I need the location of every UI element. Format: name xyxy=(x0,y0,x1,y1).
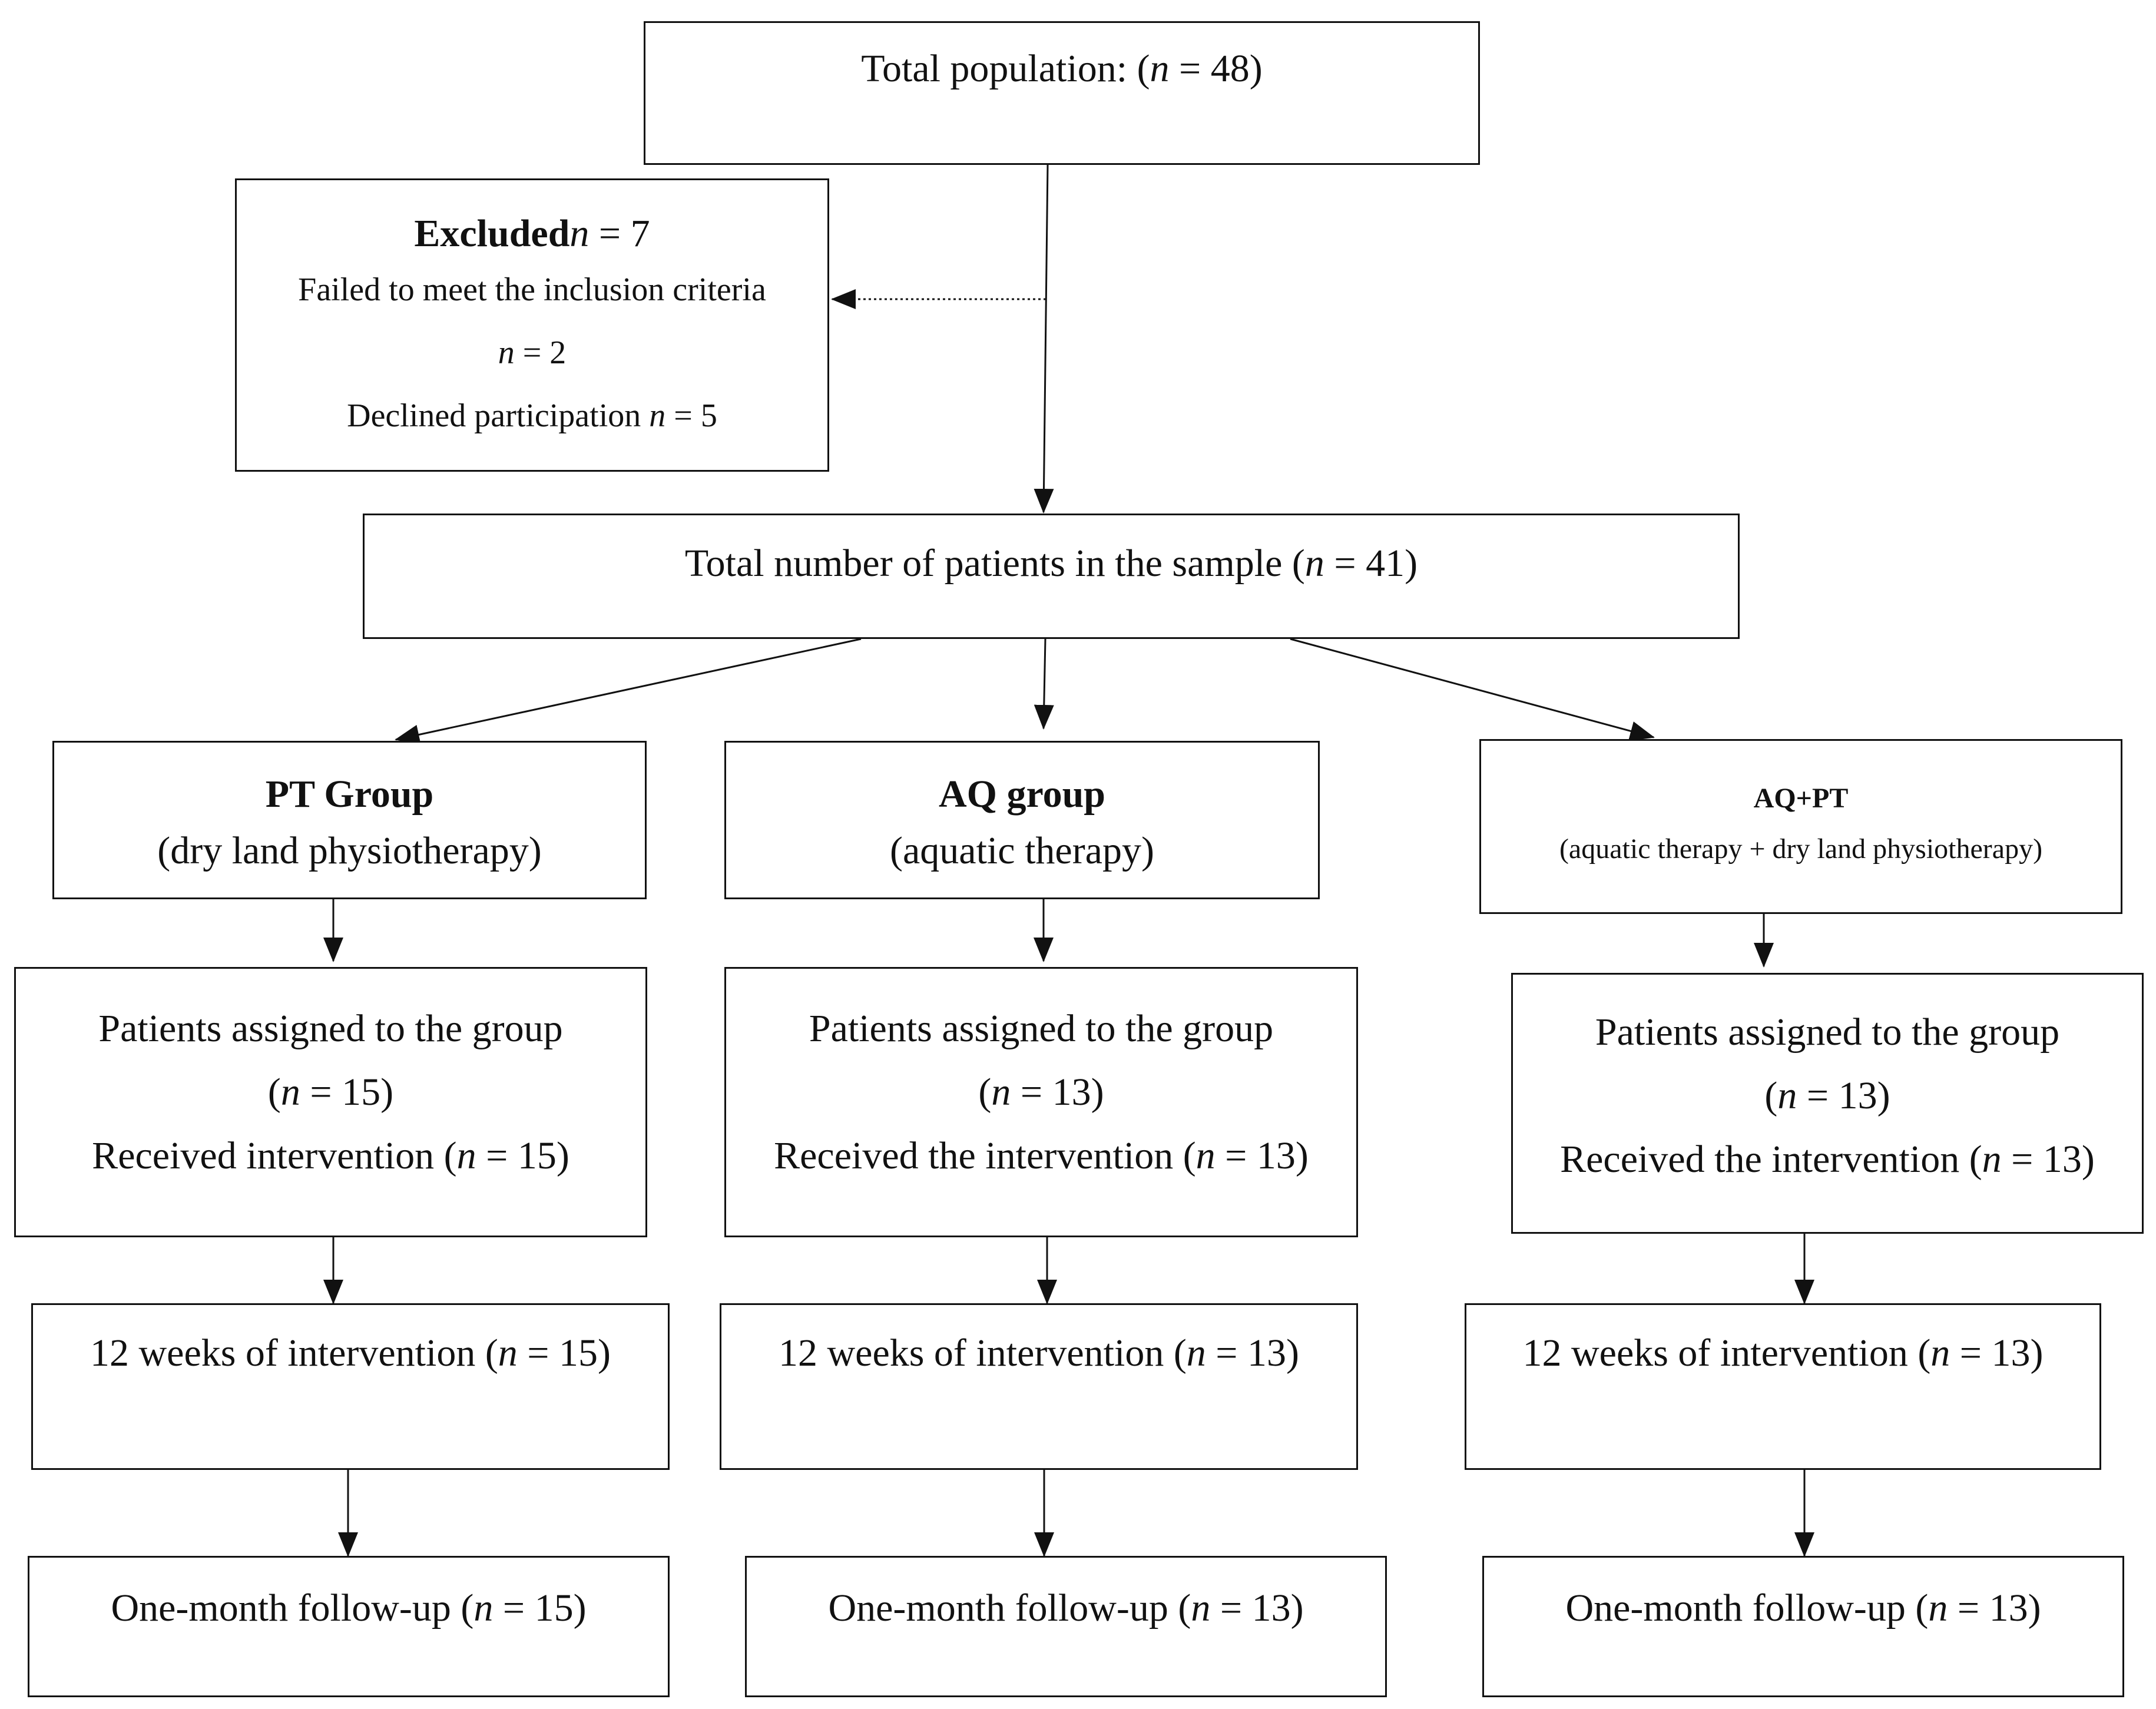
aqpt-received-text: Received the intervention (n = 13) xyxy=(1560,1138,2095,1181)
aqpt-assigned-text: Patients assigned to the group xyxy=(1595,1011,2060,1054)
aqpt-group-title: AQ+PT xyxy=(1753,783,1849,814)
arrow-sample-to-pt xyxy=(395,638,862,745)
aqpt-followup-box: One-month follow-up (n = 13) xyxy=(1482,1556,2124,1697)
aq-assigned-count: (n = 13) xyxy=(978,1071,1104,1114)
arrow-sample-to-aqpt xyxy=(1290,638,1655,741)
aq-group-box: AQ group (aquatic therapy) xyxy=(724,741,1320,899)
pt-assigned-count: (n = 15) xyxy=(267,1071,394,1114)
aq-followup-text: One-month follow-up (n = 13) xyxy=(828,1587,1304,1629)
pt-assigned-text: Patients assigned to the group xyxy=(98,1007,563,1050)
aq-weeks-box: 12 weeks of intervention (n = 13) xyxy=(720,1303,1358,1470)
pt-followup-text: One-month follow-up (n = 15) xyxy=(111,1587,587,1629)
aq-group-title: AQ group xyxy=(938,773,1105,816)
aq-assigned-text: Patients assigned to the group xyxy=(809,1007,1274,1050)
arrow-sample-to-aq xyxy=(1034,638,1054,730)
aq-followup-box: One-month follow-up (n = 13) xyxy=(745,1556,1387,1697)
excluded-reason-inclusion: Failed to meet the inclusion criteria xyxy=(298,271,766,308)
excluded-title: Excludedn = 7 xyxy=(414,212,650,255)
pt-weeks-box: 12 weeks of intervention (n = 15) xyxy=(31,1303,670,1470)
sample-box: Total number of patients in the sample (… xyxy=(363,514,1740,639)
aq-received-text: Received the intervention (n = 13) xyxy=(774,1134,1309,1177)
aqpt-weeks-text: 12 weeks of intervention (n = 13) xyxy=(1522,1332,2044,1375)
pt-group-title: PT Group xyxy=(265,773,434,816)
total-population-box: Total population: (n = 48) xyxy=(644,21,1480,165)
total-population-text: Total population: (n = 48) xyxy=(861,47,1263,90)
pt-group-box: PT Group (dry land physiotherapy) xyxy=(52,741,647,899)
aq-assigned-box: Patients assigned to the group (n = 13) … xyxy=(724,967,1358,1237)
aqpt-followup-text: One-month follow-up (n = 13) xyxy=(1565,1587,2041,1629)
pt-group-subtitle: (dry land physiotherapy) xyxy=(157,829,542,872)
pt-weeks-text: 12 weeks of intervention (n = 15) xyxy=(90,1332,611,1375)
aqpt-group-subtitle: (aquatic therapy + dry land physiotherap… xyxy=(1559,833,2043,865)
aq-group-subtitle: (aquatic therapy) xyxy=(890,829,1154,872)
sample-text: Total number of patients in the sample (… xyxy=(684,542,1418,585)
aqpt-assigned-count: (n = 13) xyxy=(1764,1074,1890,1117)
excluded-box: Excludedn = 7 Failed to meet the inclusi… xyxy=(235,178,829,472)
excluded-reason-declined: Declined participation n = 5 xyxy=(347,398,717,434)
aqpt-weeks-box: 12 weeks of intervention (n = 13) xyxy=(1465,1303,2101,1470)
arrow-population-to-sample xyxy=(1034,164,1054,514)
excluded-reason-inclusion-count: n = 2 xyxy=(498,334,567,371)
aq-weeks-text: 12 weeks of intervention (n = 13) xyxy=(778,1332,1299,1375)
pt-received-text: Received intervention (n = 15) xyxy=(92,1134,569,1177)
pt-assigned-box: Patients assigned to the group (n = 15) … xyxy=(14,967,647,1237)
pt-followup-box: One-month follow-up (n = 15) xyxy=(28,1556,670,1697)
aqpt-assigned-box: Patients assigned to the group (n = 13) … xyxy=(1511,973,2144,1234)
aqpt-group-box: AQ+PT (aquatic therapy + dry land physio… xyxy=(1479,739,2122,914)
